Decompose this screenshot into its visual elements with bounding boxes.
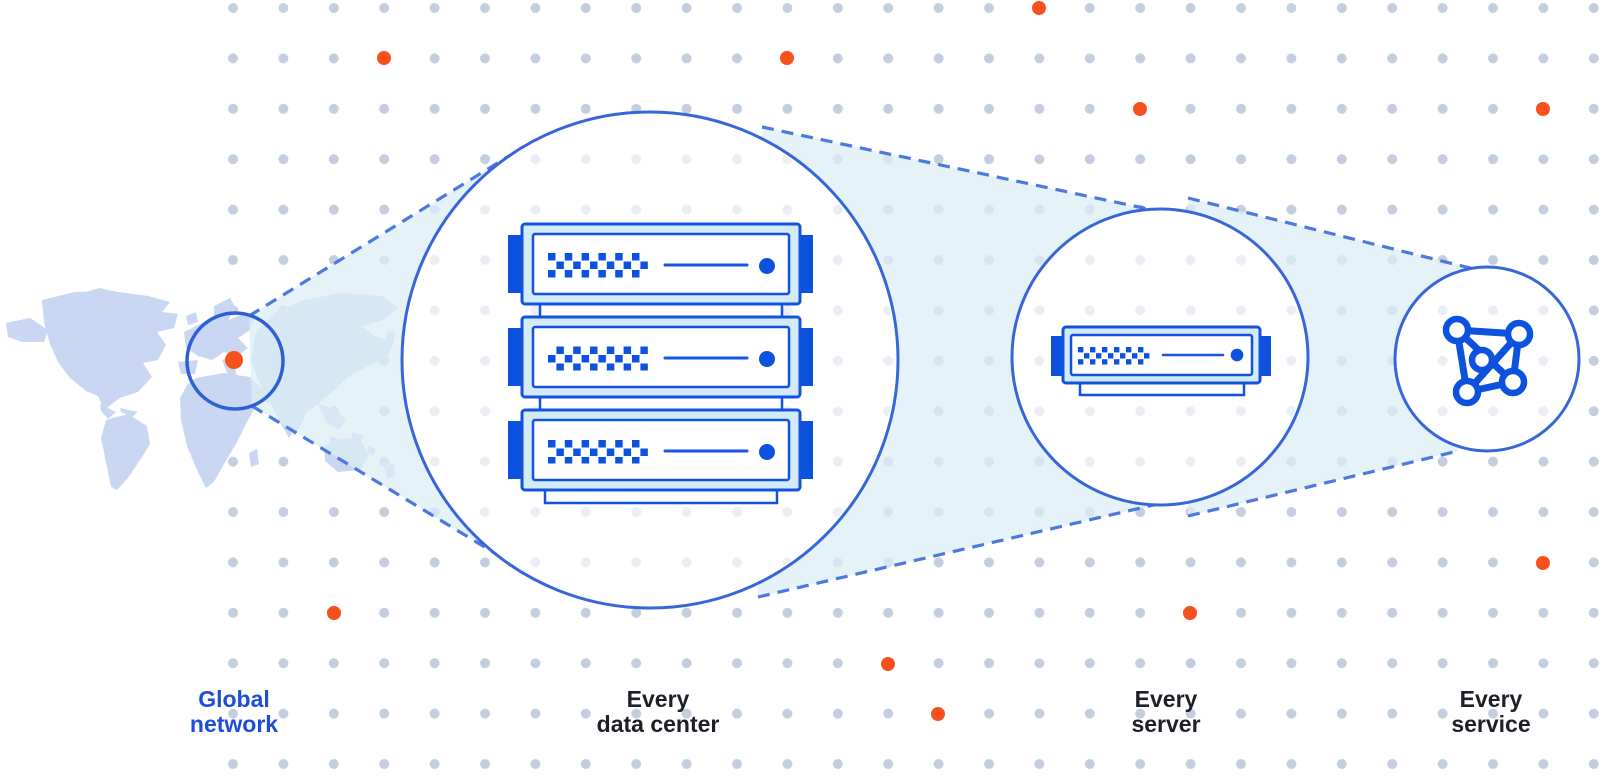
- zoom-guide-lines: [248, 125, 1479, 599]
- stage-label-every-server: Every server: [1056, 687, 1276, 737]
- server-unit: [508, 408, 813, 492]
- region-marker-dot: [225, 351, 243, 369]
- mesh-network-icon: [1442, 315, 1534, 407]
- server-unit: [508, 315, 813, 399]
- stage-label-line: server: [1131, 711, 1201, 737]
- stage-label-line: network: [189, 711, 279, 737]
- stage-label-line: Every: [1459, 686, 1523, 712]
- stage-label-line: Every: [1134, 686, 1198, 712]
- server-rack-icon: [508, 222, 813, 505]
- server-unit: [508, 222, 813, 306]
- stage-label-every-service: Every service: [1381, 687, 1601, 737]
- region-highlight-circle: [185, 311, 285, 411]
- stage-label-line: data center: [596, 711, 720, 737]
- stage-label-global-network: Global network: [124, 687, 344, 737]
- server-icon: [1051, 325, 1271, 397]
- stage-label-line: Global: [198, 686, 270, 712]
- stage-label-line: Every: [626, 686, 690, 712]
- stage-label-every-data-center: Every data center: [548, 687, 768, 737]
- accent-dots: [327, 1, 1550, 721]
- stage-label-line: service: [1451, 711, 1531, 737]
